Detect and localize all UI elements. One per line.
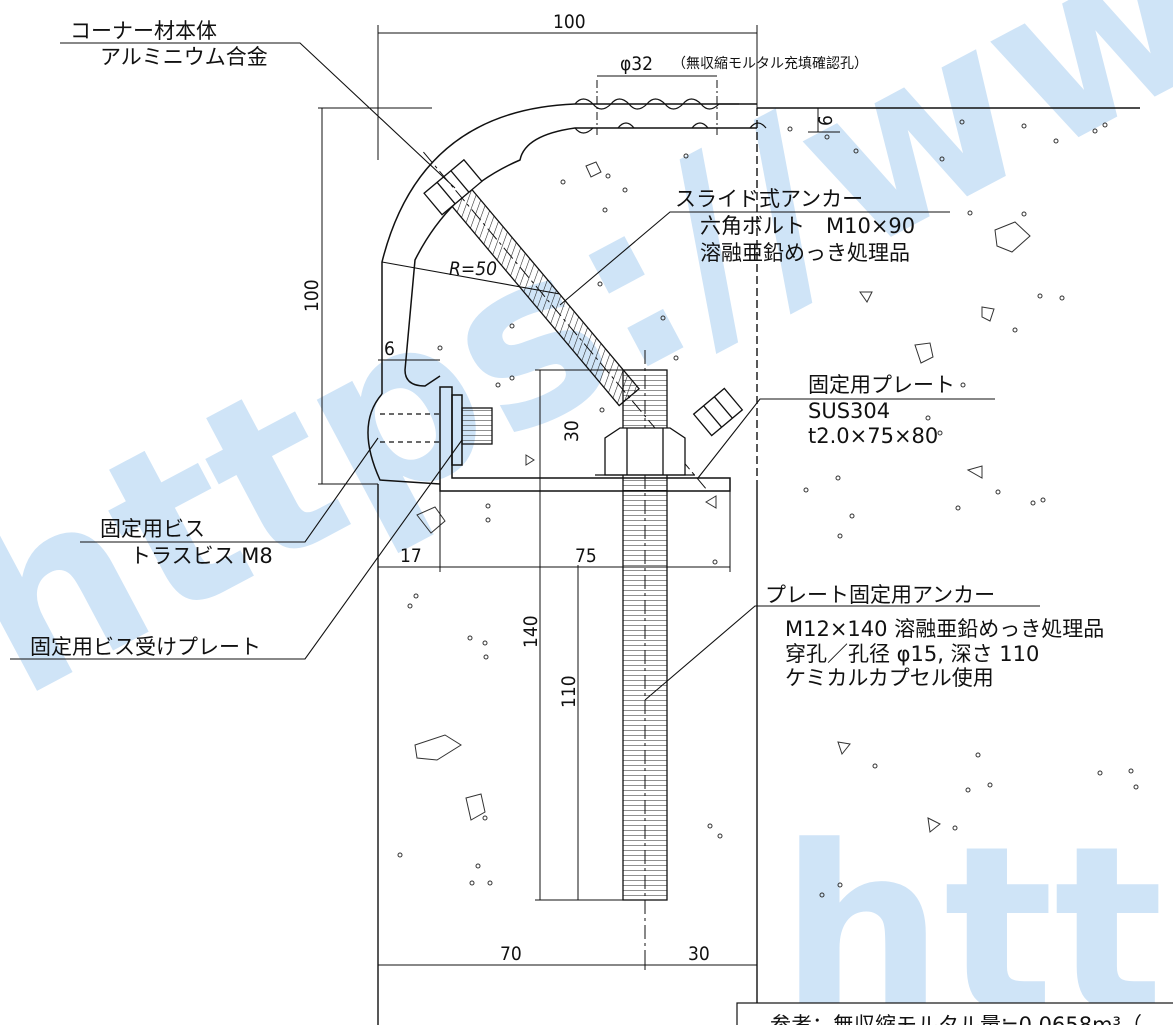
label-corner-body: コーナー材本体 bbox=[70, 19, 217, 43]
dim-left-100: 100 bbox=[301, 279, 323, 312]
dim-17: 17 bbox=[400, 545, 422, 567]
dim-75: 75 bbox=[575, 545, 597, 567]
label-slide-anchor: スライド式アンカー bbox=[675, 187, 863, 211]
label-sus304: SUS304 bbox=[808, 399, 890, 423]
label-hex-bolt: 六角ボルト M10×90 bbox=[700, 214, 915, 238]
label-hole-note: （無収縮モルタル充填確認孔） bbox=[672, 56, 868, 72]
dim-110: 110 bbox=[558, 675, 580, 708]
label-plate-anchor: プレート固定用アンカー bbox=[765, 583, 995, 607]
dim-30-vertical: 30 bbox=[561, 420, 583, 442]
dim-140: 140 bbox=[520, 615, 542, 648]
label-mortar-volume: 参考：無収縮モルタル量≒0.0658m³（ bbox=[770, 1013, 1142, 1025]
label-anchor-capsule: ケミカルカプセル使用 bbox=[785, 666, 994, 690]
label-aluminium-alloy: アルミニウム合金 bbox=[100, 45, 268, 69]
annotation-labels: コーナー材本体 アルミニウム合金 スライド式アンカー 六角ボルト M10×90 … bbox=[30, 19, 1104, 690]
dim-70: 70 bbox=[500, 943, 522, 965]
label-anchor-hole: 穿孔／孔径 φ15, 深さ 110 bbox=[785, 642, 1039, 666]
dim-lip-6: 6 bbox=[384, 338, 395, 360]
dim-top-100: 100 bbox=[553, 11, 586, 33]
dim-top-6: 6 bbox=[815, 115, 837, 126]
leader-lines bbox=[10, 42, 1040, 701]
label-hole-diameter: φ32 bbox=[620, 53, 653, 75]
label-truss-screw: トラスビス M8 bbox=[130, 544, 273, 568]
dim-30-bottom: 30 bbox=[688, 943, 710, 965]
aggregate-texture bbox=[397, 119, 1139, 898]
dimension-texts: 100 100 6 6 17 75 30 140 110 70 30 bbox=[301, 11, 837, 965]
label-plate-size: t2.0×75×80 bbox=[808, 424, 938, 448]
label-anchor-spec: M12×140 溶融亜鉛めっき処理品 bbox=[785, 617, 1104, 641]
reference-note: 参考：無収縮モルタル量≒0.0658m³（ bbox=[736, 1002, 1173, 1025]
label-fixing-plate: 固定用プレート bbox=[808, 373, 955, 397]
plate-anchor bbox=[595, 350, 695, 960]
dimension-lines bbox=[318, 25, 840, 970]
concrete-outline bbox=[377, 107, 1140, 1025]
label-screw-plate: 固定用ビス受けプレート bbox=[30, 635, 261, 659]
slide-anchor-nut bbox=[692, 387, 744, 437]
label-radius: R=50 bbox=[449, 258, 497, 280]
label-galvanized: 溶融亜鉛めっき処理品 bbox=[700, 241, 910, 265]
screw-assembly bbox=[380, 407, 493, 445]
label-fixing-screw: 固定用ビス bbox=[100, 517, 205, 541]
